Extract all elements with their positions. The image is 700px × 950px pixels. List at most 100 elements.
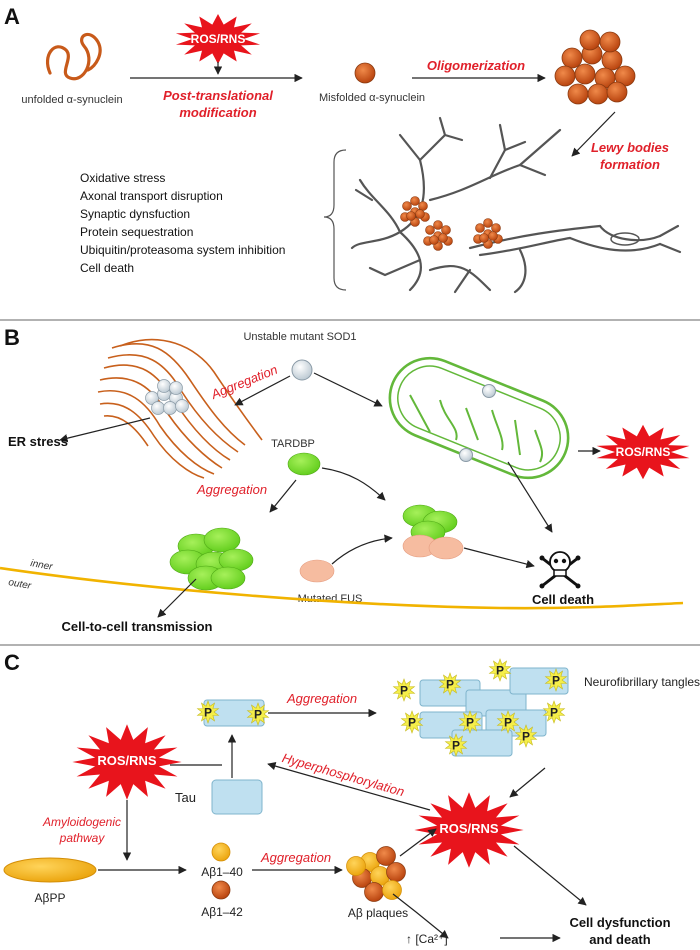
transmission-label: Cell-to-cell transmission	[62, 619, 213, 634]
panel-a-letter: A	[4, 4, 20, 29]
ros-burst-shape	[414, 792, 524, 868]
phosphate-label: P	[408, 716, 416, 730]
lewy-arrow	[571, 111, 616, 157]
ros-burst-shape	[596, 424, 690, 480]
bracket	[323, 149, 347, 291]
panel-b-letter: B	[4, 325, 20, 350]
phosphate-starburst	[392, 678, 416, 702]
phosphate-label: P	[496, 664, 504, 678]
effect-item: Oxidative stress	[80, 171, 165, 185]
tardbp-label: TARDBP	[271, 438, 315, 450]
tangles-label: Neurofibrillary tangles	[584, 675, 700, 689]
effect-item: Protein sequestration	[80, 225, 193, 239]
aggregation-label-er: Aggregation	[208, 362, 280, 403]
ros-burst-label: ROS/RNS	[616, 445, 671, 459]
phosphate-starburst	[544, 668, 568, 692]
hyperphosphorylation-arrow	[267, 762, 431, 811]
abeta-aggregation-label: Aggregation	[260, 850, 331, 865]
lewy-label-line2: formation	[600, 157, 660, 172]
abeta42-label: Aβ1–42	[201, 905, 243, 919]
effect-item: Cell death	[80, 261, 134, 275]
amyloid-label-line1: Amyloidogenic	[42, 815, 121, 829]
phosphate-starburst	[196, 700, 220, 724]
unfolded-label: unfolded α-synuclein	[21, 94, 122, 106]
tardbp-fus-complex-icon	[402, 504, 464, 560]
effect-item: Synaptic dynsfuction	[80, 207, 190, 221]
er-icon	[97, 338, 263, 479]
phosphate-label: P	[204, 706, 212, 720]
phosphate-label: P	[466, 716, 474, 730]
phosphate-label: P	[550, 706, 558, 720]
panel-c-letter: C	[4, 650, 20, 675]
tau-label: Tau	[175, 790, 196, 805]
tardbp-aggregate-icon	[169, 527, 254, 591]
complex-death-arrow	[463, 547, 535, 569]
phosphate-label: P	[254, 708, 262, 722]
outer-label: outer	[7, 577, 32, 592]
unfolded-protein-icon	[45, 32, 102, 81]
phosphate-starburst	[542, 700, 566, 724]
er-aggregate-icon	[145, 379, 189, 415]
neuron-nucleus-icon	[610, 232, 640, 246]
phosphate-starburst	[246, 702, 270, 726]
fus-protein-icon	[299, 559, 335, 583]
abpp-icon	[3, 857, 97, 883]
phosphate-starburst	[400, 710, 424, 734]
sod1-label: Unstable mutant SOD1	[243, 331, 356, 343]
neuron-icon	[350, 116, 682, 294]
phosphate-starburst	[438, 672, 462, 696]
abeta42-icon	[211, 880, 231, 900]
tangles-ros-arrow	[509, 767, 546, 798]
plaques-label: Aβ plaques	[348, 906, 408, 920]
ros-burst-label: ROS/RNS	[439, 821, 499, 836]
aggregation-arrow-tardbp	[269, 479, 297, 513]
fus-complex-arrow	[331, 534, 393, 565]
ptm-label-line1: Post-translational	[163, 88, 273, 103]
phosphate-starburst	[514, 724, 538, 748]
dysfunction-label-line2: and death	[589, 932, 650, 947]
misfolded-protein-icon	[354, 62, 376, 84]
phosphate-starburst	[496, 710, 520, 734]
mito-death-arrow	[507, 461, 553, 533]
hyperphosphorylation-label: Hyperphosphorylation	[280, 750, 406, 799]
sod1-bound-icon	[482, 384, 496, 398]
oligomer-cluster-icon	[554, 29, 636, 105]
aggregation-arrow-er	[234, 375, 291, 406]
phosphate-starburst	[458, 710, 482, 734]
mito-arrow	[313, 372, 383, 407]
lewy-bodies-icon	[400, 196, 503, 251]
effects-list: Oxidative stress Axonal transport disrup…	[80, 171, 285, 275]
calcium-label: ↑ [Ca²⁺]	[406, 932, 448, 946]
tardbp-protein-icon	[287, 452, 321, 476]
phosphate-starburst	[488, 658, 512, 682]
dysfunction-label-line1: Cell dysfunction	[569, 915, 670, 930]
effect-item: Ubiquitin/proteasoma system inhibition	[80, 243, 285, 257]
mitochondrion-icon	[388, 356, 570, 480]
aggregation-label-tardbp: Aggregation	[196, 482, 267, 497]
plaques-calcium-arrow	[392, 893, 449, 939]
er-stress-arrow	[59, 417, 151, 443]
cell-membrane	[0, 566, 684, 610]
phosphate-label: P	[522, 730, 530, 744]
ros-burst-shape	[175, 14, 261, 64]
abeta-plaques-icon	[346, 846, 406, 902]
abeta40-label: Aβ1–40	[201, 865, 243, 879]
ros-burst-label: ROS/RNS	[97, 753, 157, 768]
effect-item: Axonal transport disruption	[80, 189, 223, 203]
lewy-label-line1: Lewy bodies	[591, 140, 669, 155]
phosphate-label: P	[400, 684, 408, 698]
cell-death-label: Cell death	[532, 592, 594, 607]
plaques-ros-arrow	[399, 828, 437, 857]
ptm-label-line2: modification	[179, 105, 256, 120]
oligomerization-label: Oligomerization	[427, 58, 525, 73]
ros-burst-shape	[72, 724, 182, 800]
ros-death-arrow	[513, 845, 587, 906]
sod1-bound-icon	[459, 448, 473, 462]
abpp-label: AβPP	[35, 891, 66, 905]
inner-label: inner	[29, 558, 53, 573]
transmission-arrow	[157, 578, 197, 618]
phosphate-label: P	[446, 678, 454, 692]
